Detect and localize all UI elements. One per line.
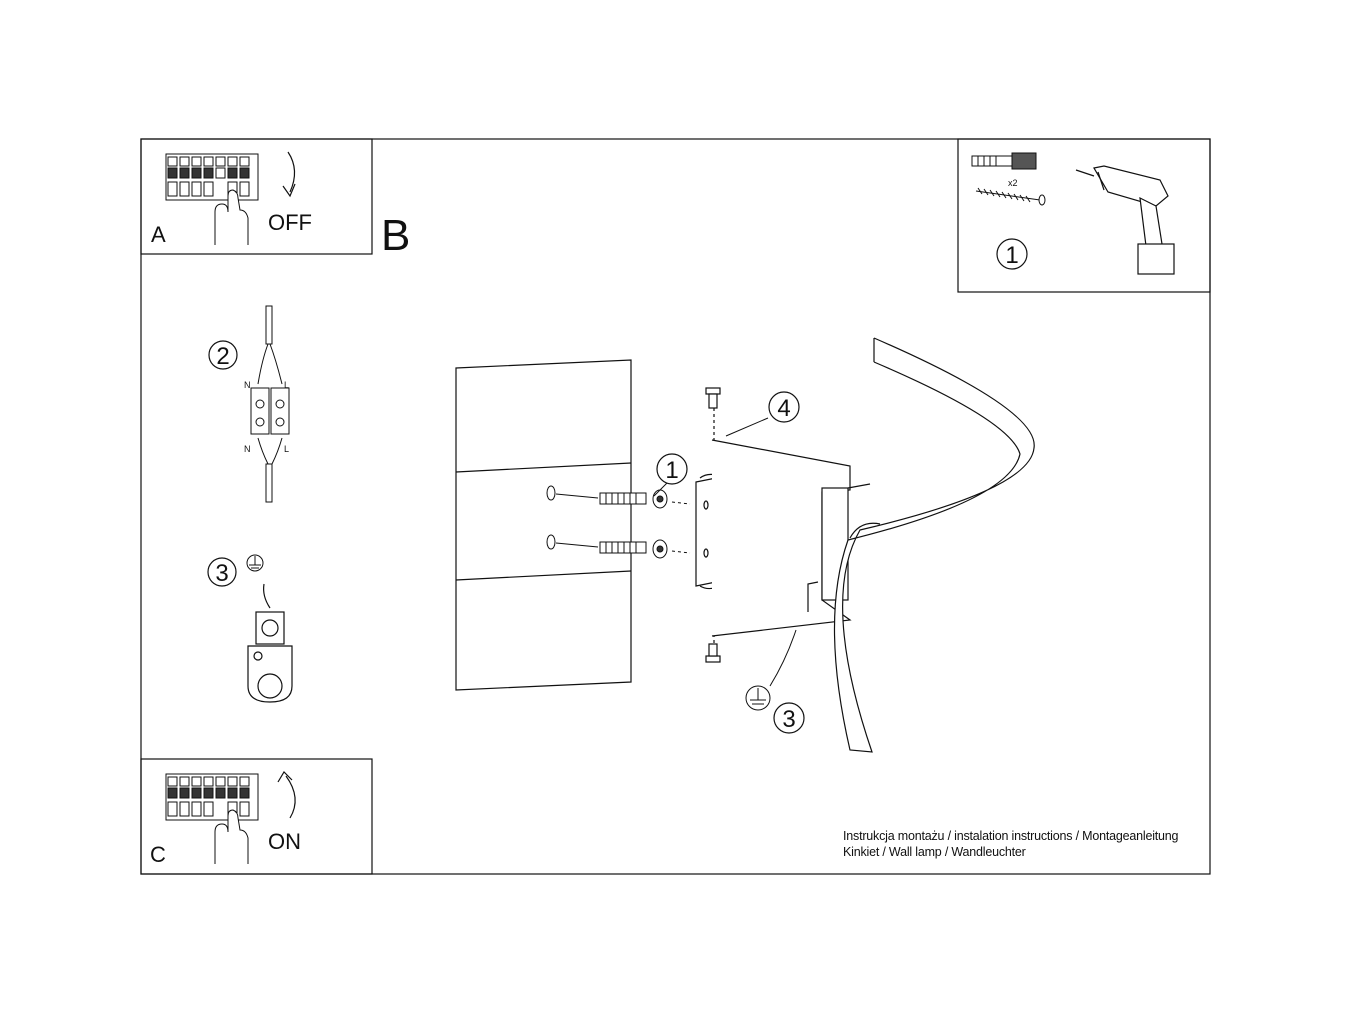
panel-c-letter: C — [150, 842, 166, 867]
breaker-panel-a-icon — [165, 153, 259, 245]
drill-holes-icon — [546, 485, 599, 550]
off-label: OFF — [268, 210, 312, 235]
lamp-body-icon — [711, 337, 1035, 753]
step-2-badge: 2 — [208, 340, 238, 370]
callout-3-badge: 3 — [745, 629, 805, 734]
svg-text:3: 3 — [215, 560, 228, 587]
ground-symbol-icon — [246, 554, 264, 572]
panel-a-letter: A — [151, 222, 166, 247]
curved-arrow-up-icon — [277, 771, 296, 819]
breaker-panel-c-icon — [165, 773, 259, 864]
footer-caption: Instrukcja montażu / instalation instruc… — [843, 828, 1179, 860]
curved-arrow-down-icon — [282, 151, 296, 198]
ground-terminal-icon — [247, 583, 293, 703]
terminal-block-icon — [250, 305, 290, 503]
footer-line-2: Kinkiet / Wall lamp / Wandleuchter — [843, 845, 1026, 859]
svg-text:4: 4 — [777, 395, 790, 422]
quantity-label: x2 — [1008, 178, 1018, 188]
live-label-bottom: L — [284, 444, 289, 454]
live-label-top: L — [284, 380, 289, 390]
panel-c-box — [140, 758, 373, 875]
callout-1-badge: 1 — [653, 453, 688, 497]
wall-section-icon — [455, 359, 632, 691]
wall-plugs-icon — [599, 489, 691, 559]
callout-4-badge: 4 — [725, 391, 800, 437]
svg-text:3: 3 — [782, 706, 795, 733]
svg-text:2: 2 — [216, 343, 229, 370]
step-1-badge: 1 — [996, 238, 1028, 270]
panel-a-box — [140, 138, 373, 255]
step-3-badge: 3 — [207, 557, 237, 587]
panel-b-letter: B — [381, 211, 410, 260]
outer-frame — [140, 138, 1211, 875]
on-label: ON — [268, 829, 301, 854]
screw-icon — [975, 187, 1046, 206]
neutral-label-top: N — [244, 380, 251, 390]
footer-line-1: Instrukcja montażu / instalation instruc… — [843, 829, 1179, 843]
tools-box — [957, 138, 1211, 293]
wall-plug-icon — [971, 152, 1037, 170]
neutral-label-bottom: N — [244, 444, 251, 454]
svg-text:1: 1 — [1005, 242, 1018, 269]
svg-text:1: 1 — [665, 457, 678, 484]
drill-icon — [1075, 165, 1175, 275]
